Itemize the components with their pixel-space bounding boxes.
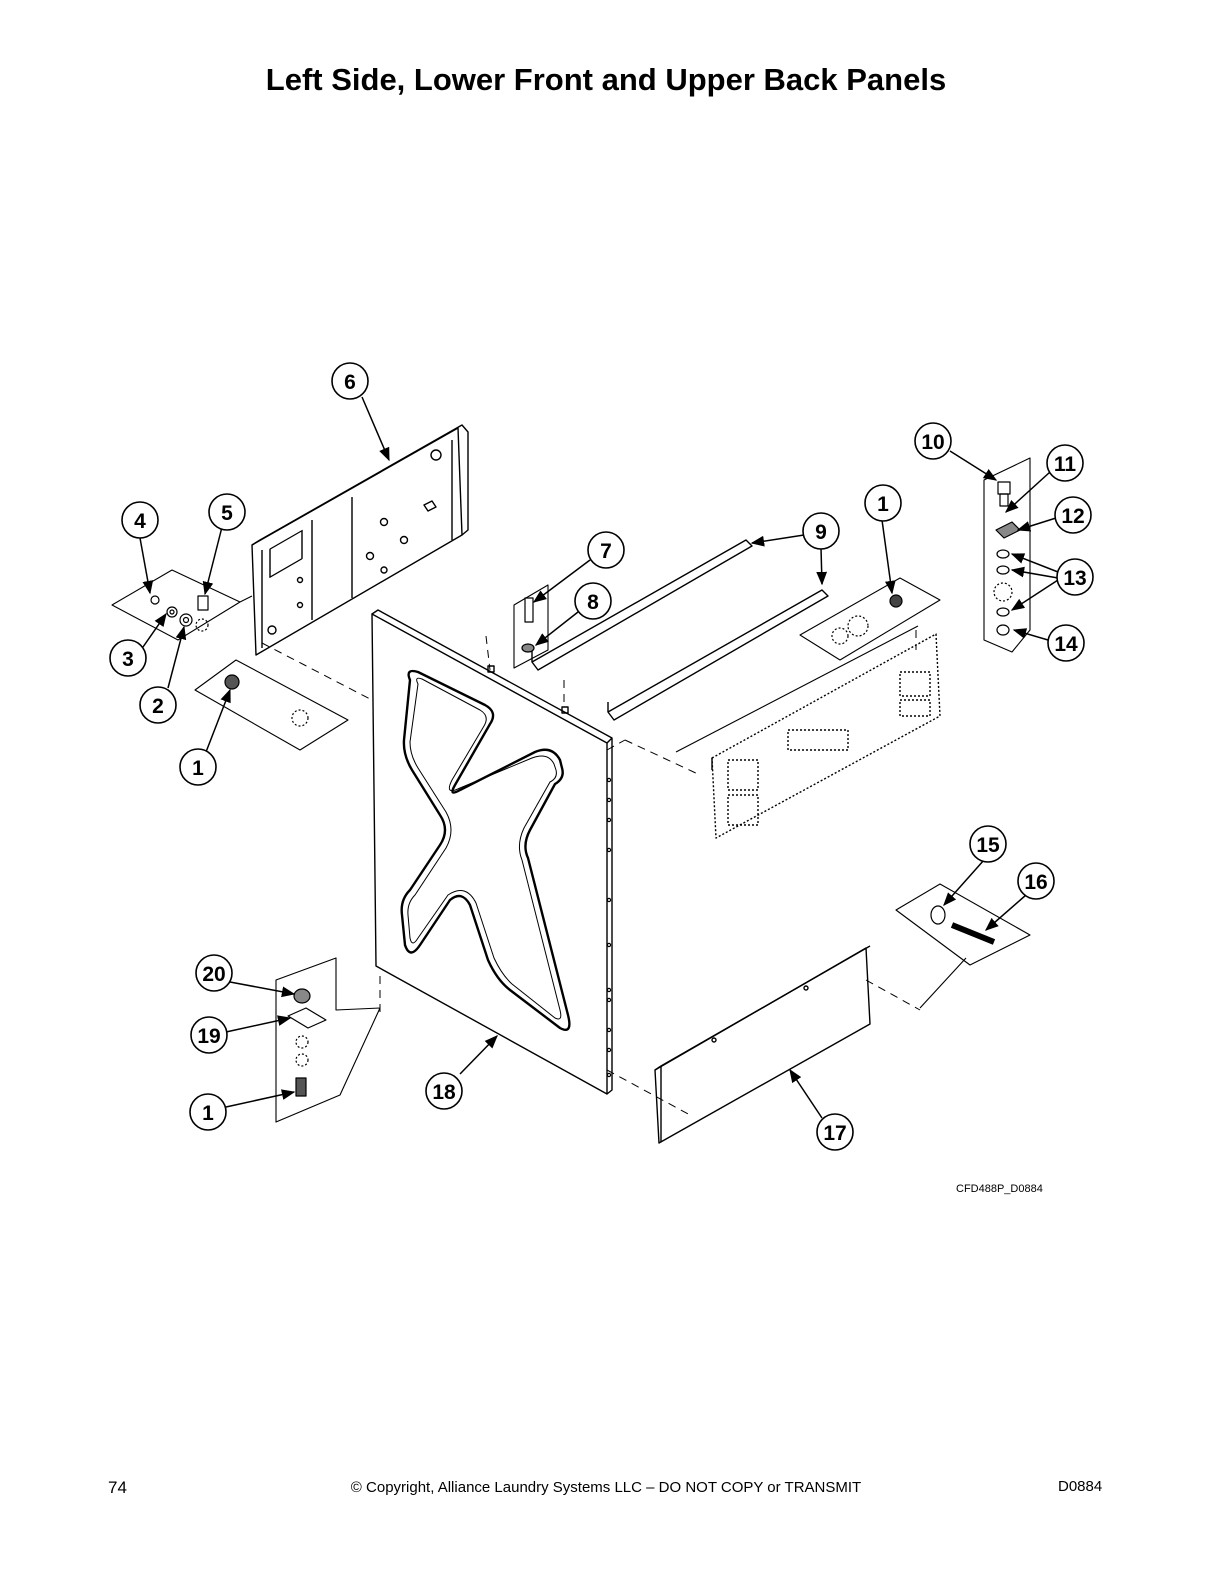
callout-5: 5: [208, 493, 246, 531]
callout-label: 12: [1061, 505, 1084, 528]
callout-label: 19: [197, 1025, 220, 1048]
callout-label: 6: [344, 371, 356, 394]
callout-18: 18: [425, 1072, 463, 1110]
callout-label: 9: [815, 521, 827, 544]
page-number: 74: [108, 1478, 127, 1497]
copyright-notice: © Copyright, Alliance Laundry Systems LL…: [350, 1479, 862, 1496]
callout-8: 8: [574, 582, 612, 620]
callout-label: 14: [1054, 633, 1078, 656]
lower-front-panel: [654, 945, 871, 1144]
callouts: 6 4 5 3 2 1 7 8 9 1 10 11 12 13 14 15 16…: [109, 362, 1094, 1151]
callout-3: 3: [109, 639, 147, 677]
callout-label: 3: [122, 648, 134, 671]
callout-20: 20: [195, 954, 233, 992]
leader-arrows: [139, 396, 1059, 1119]
callout-label: 16: [1024, 871, 1047, 894]
callout-10: 10: [914, 422, 952, 460]
fasteners: [150, 481, 1021, 1097]
callout-label: 1: [192, 757, 204, 780]
callout-label: 5: [221, 502, 233, 525]
callout-1-right: 1: [864, 484, 902, 522]
callout-15: 15: [969, 825, 1007, 863]
assembly-lines: [261, 630, 921, 1116]
callout-label: 1: [877, 493, 889, 516]
upper-back-panel: [251, 424, 469, 656]
callout-16: 16: [1017, 862, 1055, 900]
callout-label: 11: [1054, 453, 1077, 476]
callout-11: 11: [1046, 444, 1084, 482]
callout-label: 17: [823, 1122, 846, 1145]
callout-label: 13: [1063, 567, 1086, 590]
callout-6: 6: [331, 362, 369, 400]
callout-label: 18: [432, 1081, 456, 1104]
figure-code: CFD488P_D0884: [956, 1183, 1043, 1195]
callout-label: 8: [587, 591, 599, 614]
rear-control-panel: [711, 633, 941, 839]
callout-19: 19: [190, 1016, 228, 1054]
left-side-panel: [371, 609, 613, 1095]
callout-label: 1: [202, 1102, 214, 1125]
callout-9: 9: [802, 512, 840, 550]
callout-2: 2: [139, 686, 177, 724]
callout-label: 20: [202, 963, 225, 986]
callout-12: 12: [1054, 496, 1092, 534]
callout-7: 7: [587, 531, 625, 569]
callout-label: 2: [152, 695, 164, 718]
callout-1-left: 1: [179, 748, 217, 786]
document-code: D0884: [1058, 1478, 1103, 1495]
callout-label: 10: [921, 431, 944, 454]
callout-4: 4: [121, 501, 159, 539]
page-title: Left Side, Lower Front and Upper Back Pa…: [265, 62, 947, 97]
callout-14: 14: [1047, 624, 1085, 662]
callout-17: 17: [816, 1113, 854, 1151]
callout-label: 15: [976, 834, 1000, 857]
strip-brackets: [531, 539, 829, 721]
callout-label: 4: [134, 510, 146, 533]
callout-label: 7: [600, 540, 612, 563]
callout-13: 13: [1056, 558, 1094, 596]
callout-1-bottom: 1: [189, 1093, 227, 1131]
